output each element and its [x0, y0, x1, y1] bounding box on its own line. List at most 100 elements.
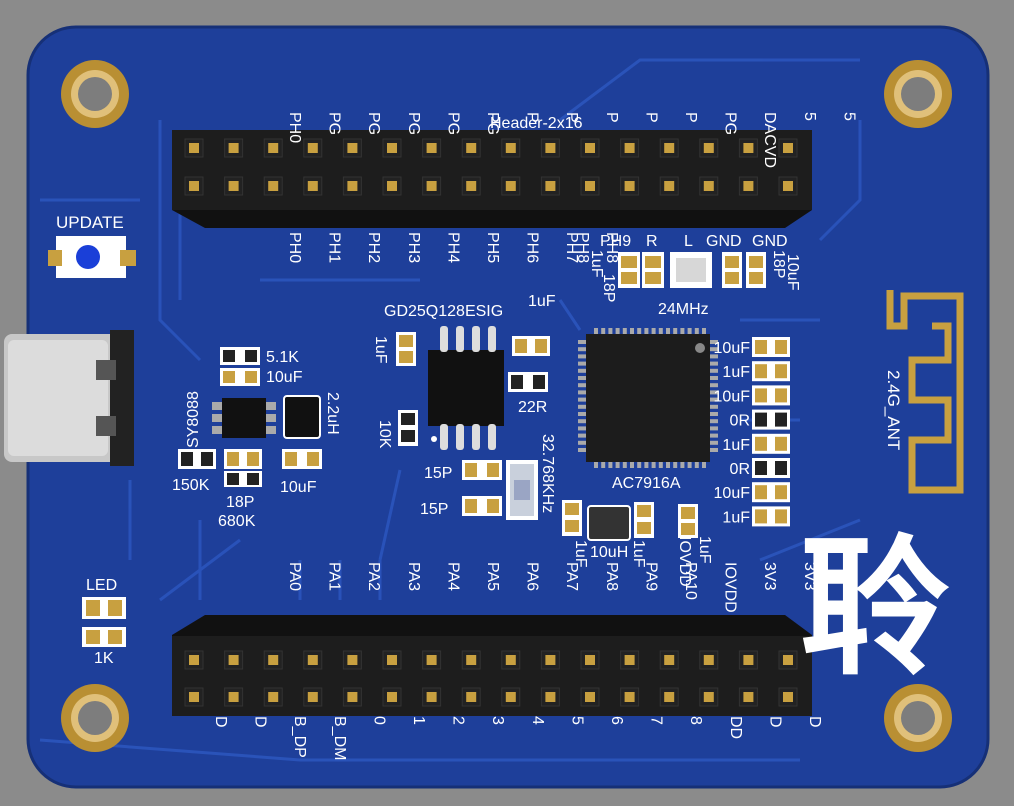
header-pin-contact — [307, 692, 318, 702]
oscillator-cap-label: 1uF — [588, 250, 605, 278]
header-pin-contact — [228, 143, 239, 153]
header-pin-contact — [189, 655, 199, 665]
pin-label: PA5 — [484, 562, 501, 591]
passive-150k — [178, 449, 216, 469]
header-pin-contact — [585, 143, 595, 153]
pin-label: B_DM — [331, 716, 348, 760]
label-5k1: 5.1K — [266, 349, 299, 366]
passive-1uf-flash — [396, 332, 416, 366]
crystal-32k — [506, 460, 538, 520]
mounting-hole-top-left — [61, 60, 129, 128]
flash-ic-label: GD25Q128ESIG — [384, 303, 503, 320]
led-resistor-label: 1K — [94, 650, 114, 667]
main-ic — [578, 328, 718, 468]
pin-label: PG — [444, 112, 461, 135]
header-pin-contact — [387, 692, 397, 702]
passive-10uf-b — [282, 449, 322, 469]
usb-c-connector — [4, 330, 134, 466]
passive-5k1 — [220, 347, 260, 365]
bottom-pin-header — [172, 615, 812, 716]
pin-label: DACVD — [761, 112, 778, 168]
pin-label: PH4 — [444, 232, 461, 263]
header-pin-contact — [505, 692, 516, 702]
oscillator-cap-label: 10uF — [784, 254, 801, 291]
header-pin-contact — [347, 692, 358, 702]
header-pin-contact — [387, 143, 397, 153]
label-1uf-flash: 1uF — [372, 336, 389, 364]
copper-traces — [39, 58, 862, 762]
pcb-antenna — [886, 290, 964, 494]
label-22r: 22R — [518, 399, 547, 416]
passive-10k — [398, 410, 418, 446]
main-ic-label: AC7916A — [612, 475, 681, 492]
oscillator-label: GND — [706, 233, 742, 250]
pin-label: PA6 — [524, 562, 541, 591]
header-pin-contact — [505, 181, 516, 191]
header-pin-contact — [585, 181, 595, 191]
header-pin-contact — [228, 181, 239, 191]
pin-label: D — [252, 716, 269, 728]
pin-label: PH2 — [365, 232, 382, 263]
pin-label: B_DP — [291, 716, 308, 758]
header-pin-contact — [466, 692, 477, 702]
pin-label: D — [212, 716, 229, 728]
passive-label: 10uF — [714, 340, 751, 357]
header-pin-contact — [743, 181, 754, 191]
inductor-10uh — [562, 500, 698, 541]
led-label: LED — [86, 577, 117, 594]
header-pin-contact — [585, 655, 595, 665]
label-10uf-b: 10uF — [280, 479, 317, 496]
pin-label: PH5 — [484, 232, 501, 263]
header-pin-contact — [189, 692, 199, 702]
passive-680k — [224, 471, 262, 487]
header-pin-contact — [664, 143, 675, 153]
crystal-24mhz — [618, 252, 766, 288]
passive-18p-a — [224, 449, 262, 469]
oscillator-cap-label: 18P — [600, 274, 617, 302]
header-pin-contact — [783, 655, 793, 665]
header-pin-contact — [585, 692, 595, 702]
passive-label: 10uF — [714, 485, 751, 502]
passive-label: 0R — [730, 413, 750, 430]
crystal-24mhz-label: 24MHz — [658, 301, 709, 318]
pin-label: 4 — [529, 716, 546, 725]
update-button[interactable] — [48, 236, 136, 278]
header-pin-contact — [624, 655, 635, 665]
passive-label: 1uF — [722, 364, 750, 381]
header-pin-contact — [664, 692, 675, 702]
label-15p-b: 15P — [420, 501, 448, 518]
header-pin-contact — [505, 655, 516, 665]
pin-label: PA10 — [682, 562, 699, 600]
pin-label: PA1 — [326, 562, 343, 591]
pin-label: 6 — [608, 716, 625, 725]
header-pin-contact — [505, 143, 516, 153]
oscillator-cap-label: 18P — [770, 250, 787, 278]
regulator-ic — [212, 398, 276, 438]
passive-15p-b — [462, 496, 502, 516]
header-pin-contact — [466, 655, 477, 665]
label-10k: 10K — [376, 420, 393, 449]
pin-label: PA3 — [405, 562, 422, 591]
pin-label: IOVDD — [722, 562, 739, 613]
pin-label: 5 — [568, 716, 585, 725]
bottom-header-pins — [184, 650, 798, 707]
pin-label: 8 — [687, 716, 704, 725]
pin-label: 3V3 — [761, 562, 778, 591]
pin-label: PG — [326, 112, 343, 135]
label-150k: 150K — [172, 477, 210, 494]
pin-label: P — [682, 112, 699, 123]
pin-label: PG — [484, 112, 501, 135]
inductor-2-2uh — [283, 395, 321, 439]
pin-label: 2 — [450, 716, 467, 725]
passive-label: 1uF — [722, 509, 750, 526]
pin-label: PG — [722, 112, 739, 135]
header-pin-contact — [426, 655, 437, 665]
bottom-cap-2: 1uF — [630, 540, 647, 568]
